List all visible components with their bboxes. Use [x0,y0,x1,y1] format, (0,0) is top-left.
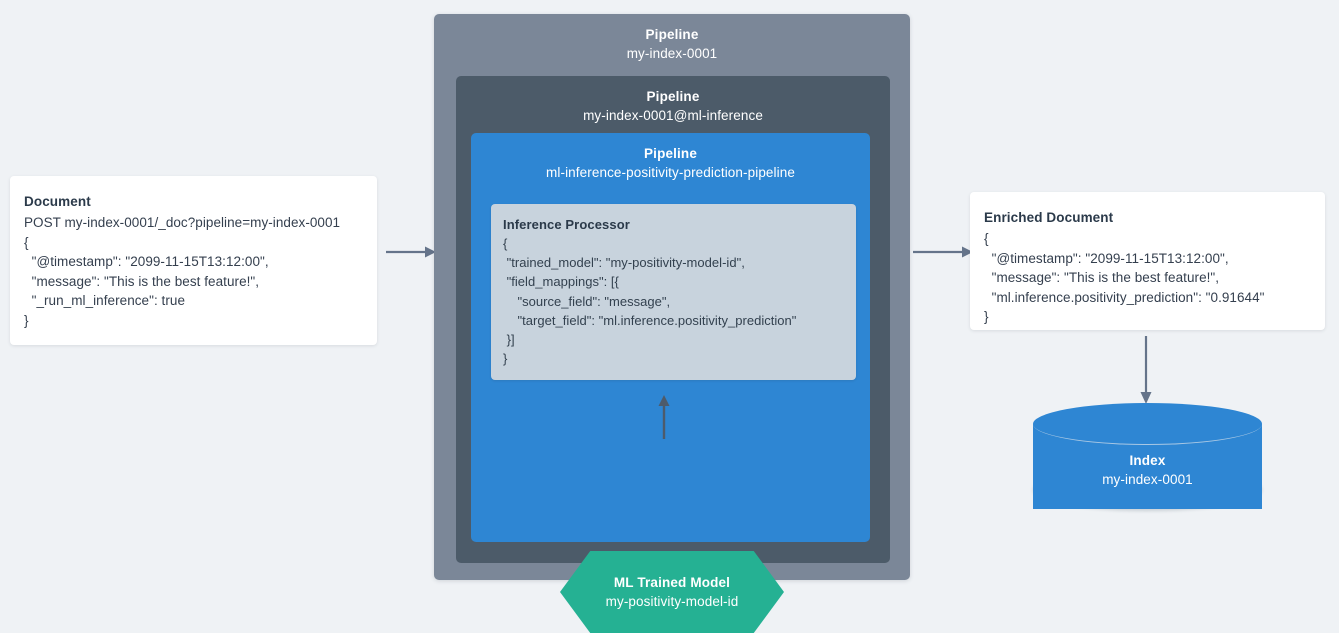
inference-processor-line: { [503,236,508,251]
arrow-down-icon [1139,336,1153,404]
diagram-canvas: Document POST my-index-0001/_doc?pipelin… [10,14,1325,633]
inference-processor-title: Inference Processor [503,217,630,232]
document-title: Document [24,194,91,209]
document-line: POST my-index-0001/_doc?pipeline=my-inde… [24,215,341,230]
pipeline-inner-label: Pipeline [644,146,697,161]
document-line: "@timestamp": "2099-11-15T13:12:00", [24,254,269,269]
pipeline-inner-box: Pipeline ml-inference-positivity-predict… [471,133,870,633]
document-line: "message": "This is the best feature!", [24,273,260,289]
inference-processor-line: "trained_model": "my-positivity-model-id… [503,255,745,271]
document-line: "_run_ml_inference": true [24,293,186,308]
arrow-up-icon [657,395,671,439]
enriched-document-card: Enriched Document { "@timestamp": "2099-… [970,192,1325,330]
pipeline-middle-label: Pipeline [646,89,700,104]
pipeline-outer-value: my-index-0001 [626,46,718,61]
enriched-document-line: { [984,231,989,246]
index-value: my-index-0001 [1102,472,1193,487]
pipeline-outer-box: Pipeline my-index-0001 Pipeline my-index… [434,14,910,633]
inference-processor-line: "target_field": "ml.inference.positivity… [503,312,797,328]
index-text: Index my-index-0001 [1033,451,1262,489]
pipeline-inner-value: ml-inference-positivity-prediction-pipel… [546,165,795,180]
arrow-right-icon [913,245,973,259]
arrow-right-icon [386,245,436,259]
document-line: { [24,234,29,250]
document-line: } [24,312,29,328]
ml-trained-model-node: ML Trained Model my-positivity-model-id [560,551,784,633]
pipeline-inner-header: Pipeline ml-inference-positivity-predict… [471,133,870,183]
index-cylinder: Index my-index-0001 [1033,403,1262,530]
ml-trained-model-label: ML Trained Model [613,575,731,590]
document-card: Document POST my-index-0001/_doc?pipelin… [10,176,377,345]
enriched-document-line: "message": "This is the best feature!", [984,270,1220,285]
ml-trained-model-value: my-positivity-model-id [605,594,739,609]
pipeline-outer-header: Pipeline my-index-0001 [434,14,910,64]
enriched-document-title: Enriched Document [984,210,1114,225]
index-label: Index [1129,453,1166,468]
enriched-document-line: "@timestamp": "2099-11-15T13:12:00", [984,250,1229,266]
inference-processor-box: Inference Processor { "trained_model": "… [491,204,856,380]
enriched-document-line: "ml.inference.positivity_prediction": "0… [984,289,1265,305]
enriched-document-line: } [984,309,989,324]
ml-trained-model-text: ML Trained Model my-positivity-model-id [560,551,784,633]
pipeline-middle-value: my-index-0001@ml-inference [583,108,763,123]
pipeline-middle-box: Pipeline my-index-0001@ml-inference Pipe… [456,76,890,633]
cylinder-top-ellipse [1033,403,1262,445]
inference-processor-line: "source_field": "message", [503,293,671,309]
pipeline-middle-header: Pipeline my-index-0001@ml-inference [456,76,890,126]
inference-processor-line: } [503,351,508,367]
pipeline-outer-label: Pipeline [645,27,699,42]
inference-processor-line: "field_mappings": [{ [503,274,619,290]
inference-processor-line: }] [503,332,515,348]
